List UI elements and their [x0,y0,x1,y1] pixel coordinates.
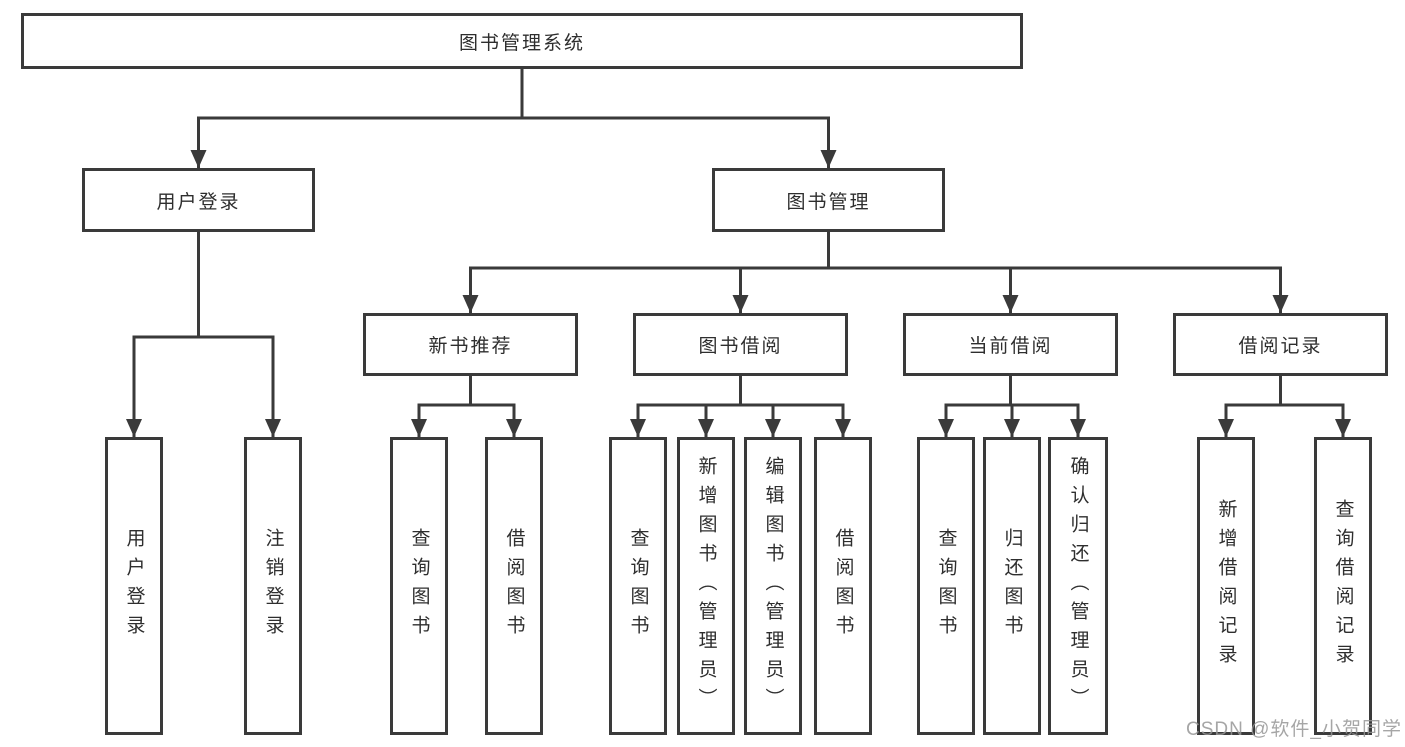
node-current-borrow: 当前借阅 [903,313,1118,376]
rail-borrow-records [1224,374,1345,407]
node-label: 归还图书 [1001,528,1023,644]
node-borrow-records: 借阅记录 [1173,313,1388,376]
node-label: 借阅图书 [832,528,854,644]
node-leaf-query-books-borrow: 查询图书 [609,437,667,735]
node-new-book-recommend: 新书推荐 [363,313,578,376]
node-leaf-query-books-current: 查询图书 [917,437,975,735]
node-leaf-borrow-books: 借阅图书 [814,437,872,735]
node-label: 新增借阅记录 [1215,499,1237,673]
rail-book-management [469,230,1282,270]
node-label: 确认归还（管理员） [1067,455,1089,717]
node-user-login: 用户登录 [82,168,315,232]
rail-current-borrow [944,374,1080,407]
node-book-management: 图书管理 [712,168,945,232]
rail-user-login [132,230,275,339]
node-leaf-add-book-admin: 新增图书（管理员） [677,437,735,735]
node-leaf-query-borrow-record: 查询借阅记录 [1314,437,1372,735]
node-label: 新增图书（管理员） [695,455,717,717]
node-label: 查询图书 [408,528,430,644]
watermark: CSDN @软件_小贺同学 [1186,719,1402,740]
node-leaf-edit-book-admin: 编辑图书（管理员） [744,437,802,735]
node-book-borrow: 图书借阅 [633,313,848,376]
node-leaf-add-borrow-record: 新增借阅记录 [1197,437,1255,735]
node-label: 编辑图书（管理员） [762,455,784,717]
node-label: 用户登录 [123,528,145,644]
node-root: 图书管理系统 [21,13,1023,69]
node-label: 注销登录 [262,528,284,644]
node-leaf-user-login: 用户登录 [105,437,163,735]
node-label: 借阅图书 [503,528,525,644]
rail-new-book-recommend [417,374,516,407]
rail-root [197,67,830,120]
node-leaf-confirm-return-admin: 确认归还（管理员） [1048,437,1108,735]
rail-book-borrow [636,374,845,407]
node-leaf-borrow-books-rec: 借阅图书 [485,437,543,735]
node-leaf-return-book: 归还图书 [983,437,1041,735]
node-label: 查询图书 [935,528,957,644]
node-label: 查询图书 [627,528,649,644]
node-leaf-query-books-rec: 查询图书 [390,437,448,735]
node-label: 查询借阅记录 [1332,499,1354,673]
node-leaf-logout: 注销登录 [244,437,302,735]
